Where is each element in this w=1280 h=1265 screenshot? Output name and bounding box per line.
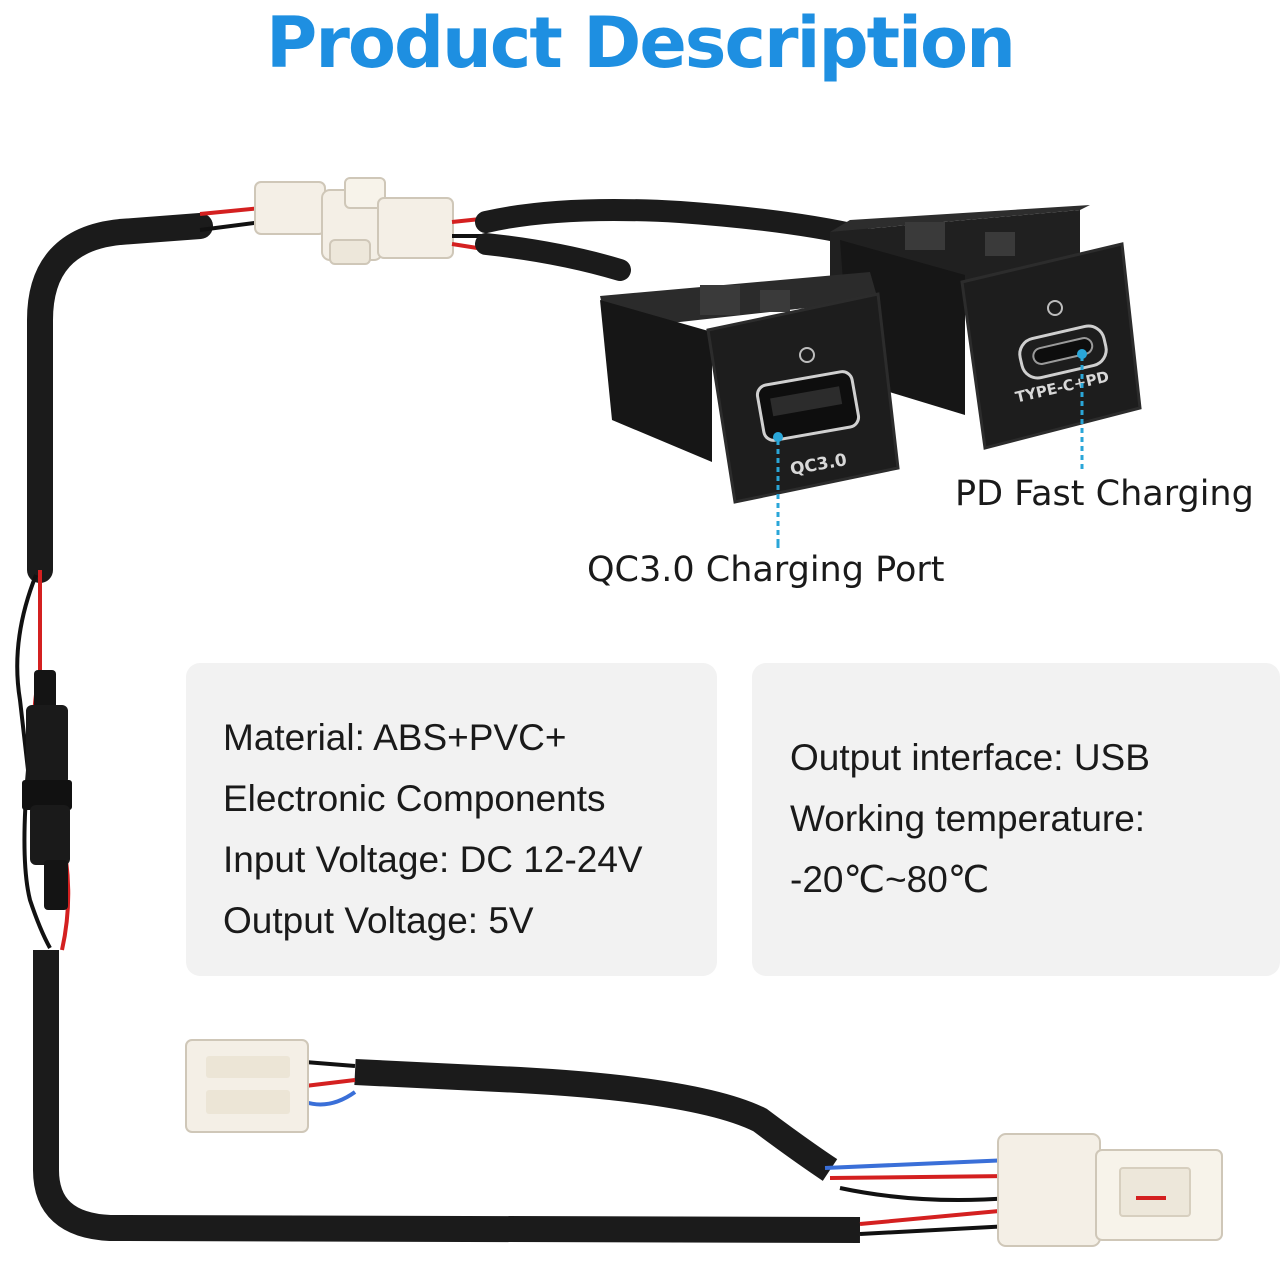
main-cable (27, 213, 213, 583)
spec-material-cont: Electronic Components (223, 778, 606, 819)
fuse-holder (22, 670, 72, 910)
top-connector (254, 177, 454, 265)
spec-material: Material: ABS+PVC+ (223, 717, 567, 758)
page-title: Product Description (266, 2, 1016, 84)
specs-right-panel: Output interface: USB Working temperatur… (752, 663, 1280, 976)
specs-left-panel: Material: ABS+PVC+ Electronic Components… (186, 663, 717, 976)
spec-output-voltage: Output Voltage: 5V (223, 900, 534, 941)
pd-fast-charging-callout: PD Fast Charging (955, 474, 1254, 514)
cable-to-typec (475, 198, 871, 247)
cable-to-usb (475, 233, 631, 281)
spec-temperature-range: -20℃~80℃ (790, 859, 990, 900)
bottom-left-connector (185, 1039, 309, 1133)
main-cable-lower (33, 950, 861, 1243)
spec-output-interface: Output interface: USB (790, 737, 1150, 778)
qc-charging-port-callout: QC3.0 Charging Port (587, 550, 945, 590)
red-wire-top (199, 206, 263, 216)
bottom-right-connector (997, 1133, 1223, 1247)
usb-socket: QC3.0 (600, 272, 900, 540)
lower-cable (354, 1059, 838, 1181)
spec-working-temperature: Working temperature: (790, 798, 1146, 839)
spec-input-voltage: Input Voltage: DC 12-24V (223, 839, 643, 880)
